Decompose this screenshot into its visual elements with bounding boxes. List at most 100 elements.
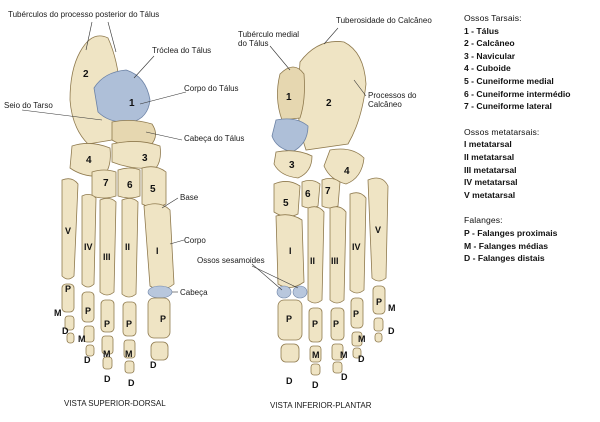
dorsal-numeral: II (125, 242, 130, 252)
plantar-phalanx-letter: M (312, 350, 320, 360)
legend-item: 7 - Cuneiforme lateral (464, 101, 552, 112)
dorsal-bone-numbers: 2 1 4 3 7 6 5 (83, 69, 156, 195)
dorsal-phalanx (61, 283, 75, 313)
plantar-phalanx-letter: D (341, 372, 348, 382)
plantar-labels: Tuberosidade do Calcâneo Tubérculo media… (238, 16, 432, 410)
legend-item: 3 - Navicular (464, 50, 516, 61)
legend-panel: Ossos Tarsais: 1 - Tálus 2 - Calcâneo 3 … (464, 12, 598, 278)
dorsal-number: 6 (127, 180, 133, 191)
plantar-metatarsal-ii (307, 206, 325, 304)
plantar-number: 6 (305, 189, 311, 200)
label-corpo: Corpo (184, 236, 206, 245)
dorsal-phalanx-letter: M (78, 334, 86, 344)
dorsal-cuboid (69, 143, 111, 177)
plantar-phalanx-letter: P (312, 319, 318, 329)
plantar-numeral: II (310, 256, 315, 266)
dorsal-cuneiform-lateral (91, 169, 117, 199)
dorsal-phalanx-letter: M (125, 349, 133, 359)
legend-item: 4 - Cuboide (464, 63, 511, 74)
dorsal-numeral: I (156, 246, 159, 256)
label-troclea: Tróclea do Tálus (152, 46, 211, 55)
dorsal-labels: Tubérculos do processo posterior do Tálu… (4, 10, 265, 408)
legend-tarsais: Ossos Tarsais: 1 - Tálus 2 - Calcâneo 3 … (464, 12, 598, 113)
dorsal-numeral: III (103, 252, 111, 262)
dorsal-phalanx (83, 325, 95, 343)
plantar-phalanx (308, 307, 323, 343)
plantar-phalanx-letter: P (376, 297, 382, 307)
plantar-numeral: IV (352, 242, 361, 252)
dorsal-phalanx (100, 299, 115, 333)
dorsal-phalanx (147, 297, 171, 339)
dorsal-sesamoid (147, 285, 173, 299)
plantar-talus (277, 66, 305, 121)
dorsal-phalanx-letters: P M D P M D P M D P M D P D (54, 284, 166, 388)
plantar-metatarsal-v (367, 177, 389, 282)
plantar-number: 1 (286, 92, 292, 103)
leader-lines (21, 21, 367, 293)
dorsal-foot-bones (61, 35, 175, 374)
dorsal-metatarsal-numerals: V IV III II I (65, 226, 159, 262)
legend-item: 2 - Calcâneo (464, 38, 515, 49)
legend-falanges-title: Falanges: (464, 215, 503, 226)
dorsal-phalanx (123, 339, 136, 359)
dorsal-cuneiform-intermediate (117, 167, 141, 199)
plantar-number: 4 (344, 166, 350, 177)
legend-item: II metatarsal (464, 151, 515, 162)
dorsal-phalanx-letter: M (54, 308, 62, 318)
plantar-phalanx (277, 299, 303, 341)
caption-plantar: VISTA INFERIOR-PLANTAR (270, 401, 372, 410)
plantar-talus-head (271, 118, 309, 153)
dorsal-phalanx (124, 360, 135, 374)
plantar-cuboid (323, 148, 365, 185)
legend-item: P - Falanges proximais (464, 227, 558, 238)
plantar-phalanx-letter: D (286, 376, 293, 386)
dorsal-numeral: V (65, 226, 71, 236)
legend-metatarsais: Ossos metatarsais: I metatarsal II metat… (464, 126, 598, 202)
label-tuberculos: Tubérculos do processo posterior do Tálu… (8, 10, 159, 19)
plantar-numeral: III (331, 256, 339, 266)
dorsal-phalanx-letter: P (85, 306, 91, 316)
legend-falanges: Falanges: P - Falanges proximais M - Fal… (464, 214, 598, 264)
plantar-phalanx-letter: D (358, 354, 365, 364)
dorsal-phalanx (101, 335, 114, 355)
plantar-phalanx (332, 361, 343, 374)
label-tuberosidade: Tuberosidade do Calcâneo (336, 16, 432, 25)
dorsal-phalanx (66, 332, 75, 344)
plantar-phalanx-letter: D (388, 326, 395, 336)
dorsal-phalanx (122, 301, 137, 337)
dorsal-phalanx-letter: P (65, 284, 71, 294)
dorsal-number: 5 (150, 184, 156, 195)
dorsal-phalanx-letter: M (103, 349, 111, 359)
dorsal-number: 1 (129, 98, 135, 109)
legend-item: 1 - Tálus (464, 25, 499, 36)
legend-tarsais-title: Ossos Tarsais: (464, 13, 522, 23)
plantar-phalanx-letters: P D P M D P M D P M D P M D (286, 297, 396, 390)
dorsal-phalanx-letter: D (104, 374, 111, 384)
dorsal-phalanx (81, 291, 95, 323)
dorsal-metatarsal-i (143, 203, 175, 290)
plantar-cuneiform-intermediate (301, 180, 321, 209)
plantar-bone-numbers: 1 2 3 4 5 6 7 (283, 92, 350, 209)
plantar-metatarsal-numerals: I II III IV V (289, 225, 381, 266)
plantar-numeral: V (375, 225, 381, 235)
dorsal-metatarsal-iii (99, 198, 117, 296)
plantar-phalanx (309, 345, 322, 363)
plantar-sesamoid (292, 285, 308, 299)
legend-metatarsais-title: Ossos metatarsais: (464, 126, 540, 137)
plantar-number: 5 (283, 198, 289, 209)
plantar-phalanx-letter: P (353, 309, 359, 319)
plantar-phalanx-letter: M (358, 334, 366, 344)
label-seio: Seio do Tarso (4, 101, 53, 110)
plantar-phalanx-letter: M (388, 303, 396, 313)
plantar-calcaneus (297, 41, 367, 151)
plantar-number: 2 (326, 98, 332, 109)
dorsal-phalanx (85, 344, 95, 357)
plantar-phalanx-letter: P (286, 314, 292, 324)
plantar-phalanx (350, 297, 364, 329)
plantar-phalanx-letter: M (340, 350, 348, 360)
dorsal-phalanx-letter: D (128, 378, 135, 388)
plantar-numeral: I (289, 246, 292, 256)
plantar-phalanx (310, 363, 321, 376)
